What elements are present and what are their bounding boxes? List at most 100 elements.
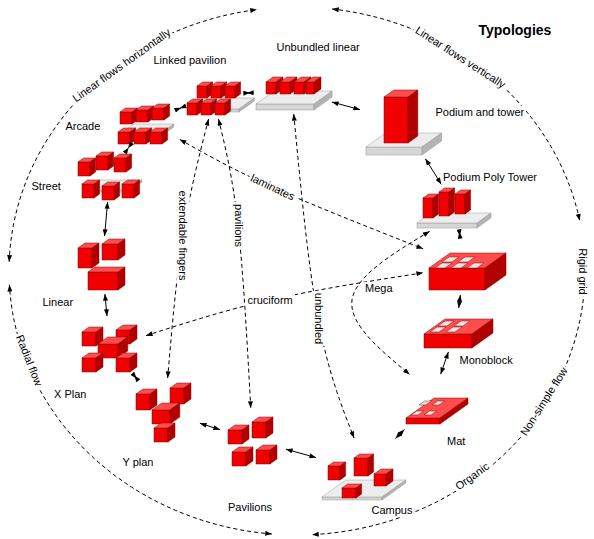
typology-icon xyxy=(78,152,142,200)
typology-label: Pavilions xyxy=(226,501,274,514)
block-side xyxy=(440,398,468,424)
typology-node: X Plan xyxy=(76,318,144,374)
typology-icon xyxy=(366,90,442,155)
void-face xyxy=(442,257,459,262)
block-side xyxy=(118,267,125,290)
block-front xyxy=(152,108,164,120)
void-face xyxy=(432,401,445,405)
block-front xyxy=(78,162,90,176)
block-front xyxy=(294,82,304,94)
block-front xyxy=(354,458,368,476)
block-side xyxy=(96,353,103,372)
relation-arrow xyxy=(168,119,209,378)
typology-label: Arcade xyxy=(64,120,103,133)
typology-label: X Plan xyxy=(52,388,88,401)
typology-node: Podium and tower xyxy=(362,85,442,157)
block-side xyxy=(314,77,321,94)
block-front xyxy=(82,184,94,198)
typology-label: Podium Poly Tower xyxy=(441,171,539,184)
void-face xyxy=(430,327,446,332)
block-side xyxy=(225,99,231,115)
block-front xyxy=(439,192,449,216)
typology-label: Linear xyxy=(41,296,76,309)
block-side xyxy=(408,90,418,143)
block-side xyxy=(239,98,254,112)
relation-arrow xyxy=(352,231,430,374)
block-front xyxy=(201,103,211,115)
relation-label: unbundled xyxy=(312,290,325,345)
sequence-arrow xyxy=(395,429,404,438)
block-front xyxy=(256,450,270,464)
block-side xyxy=(477,213,491,228)
block-front xyxy=(232,452,246,466)
block-front xyxy=(429,268,485,290)
block-front xyxy=(152,410,170,424)
typology-icon xyxy=(78,239,125,290)
typology-node: Unbundled linear xyxy=(252,70,330,112)
void-face xyxy=(458,257,475,262)
typology-label: Unbundled linear xyxy=(275,41,362,54)
block-side xyxy=(314,91,332,110)
block-side xyxy=(356,484,362,498)
relation-arrow xyxy=(219,119,251,408)
flow-label: Radial flow xyxy=(12,331,45,390)
block-side xyxy=(118,239,125,260)
flow-label: Non-simple flow xyxy=(517,363,572,440)
block-front xyxy=(120,112,132,124)
void-face xyxy=(438,321,454,326)
block-front xyxy=(82,332,96,346)
block-front xyxy=(306,82,314,94)
void-face xyxy=(435,263,452,268)
block-side xyxy=(235,82,241,98)
block-side xyxy=(246,447,253,466)
typology-icon xyxy=(82,325,137,372)
sequence-arrow xyxy=(200,423,220,429)
block-front xyxy=(211,86,221,98)
block-side xyxy=(340,462,346,480)
relation-label: pavilions xyxy=(231,202,244,249)
sequence-arrow xyxy=(286,449,316,457)
typology-node: Y plan xyxy=(130,380,198,444)
flow-arc xyxy=(9,285,272,534)
typology-icon xyxy=(187,82,254,115)
void-face xyxy=(454,321,470,326)
typology-icon xyxy=(118,104,174,144)
sequence-arrow xyxy=(134,376,136,379)
block-front xyxy=(170,388,184,404)
block-side xyxy=(465,190,471,214)
sequence-arrow xyxy=(459,295,461,308)
block-front xyxy=(88,272,118,290)
block-front xyxy=(266,82,276,94)
block-front xyxy=(187,103,197,115)
block-front xyxy=(406,418,440,424)
typology-node: Linear xyxy=(74,238,130,292)
block-front xyxy=(154,428,168,442)
block-front xyxy=(280,82,290,94)
block-side xyxy=(108,152,114,170)
sequence-arrow xyxy=(332,102,360,110)
block-front xyxy=(252,422,266,438)
block-side xyxy=(270,445,277,464)
relation-label: cruciform xyxy=(246,294,295,307)
typology-icon xyxy=(429,253,506,290)
flow-arc xyxy=(9,10,257,262)
typology-label: Monoblock xyxy=(458,354,515,367)
typology-node: Mat xyxy=(402,376,460,428)
typology-icon xyxy=(322,454,406,500)
block-front xyxy=(114,158,126,172)
relation-arrow xyxy=(294,114,354,438)
sequence-arrow xyxy=(105,202,108,236)
block-side xyxy=(449,188,455,216)
sequence-arrow xyxy=(441,352,449,374)
block-side xyxy=(368,454,374,476)
flow-arc xyxy=(312,257,585,534)
typology-node: Campus xyxy=(318,440,410,502)
typology-label: Y plan xyxy=(121,456,156,469)
sequence-arrow xyxy=(128,147,129,149)
block-front xyxy=(366,147,422,155)
block-side xyxy=(485,253,506,290)
block-front xyxy=(82,358,96,372)
block-side xyxy=(130,325,137,344)
block-front xyxy=(424,334,472,348)
void-face xyxy=(411,411,424,415)
